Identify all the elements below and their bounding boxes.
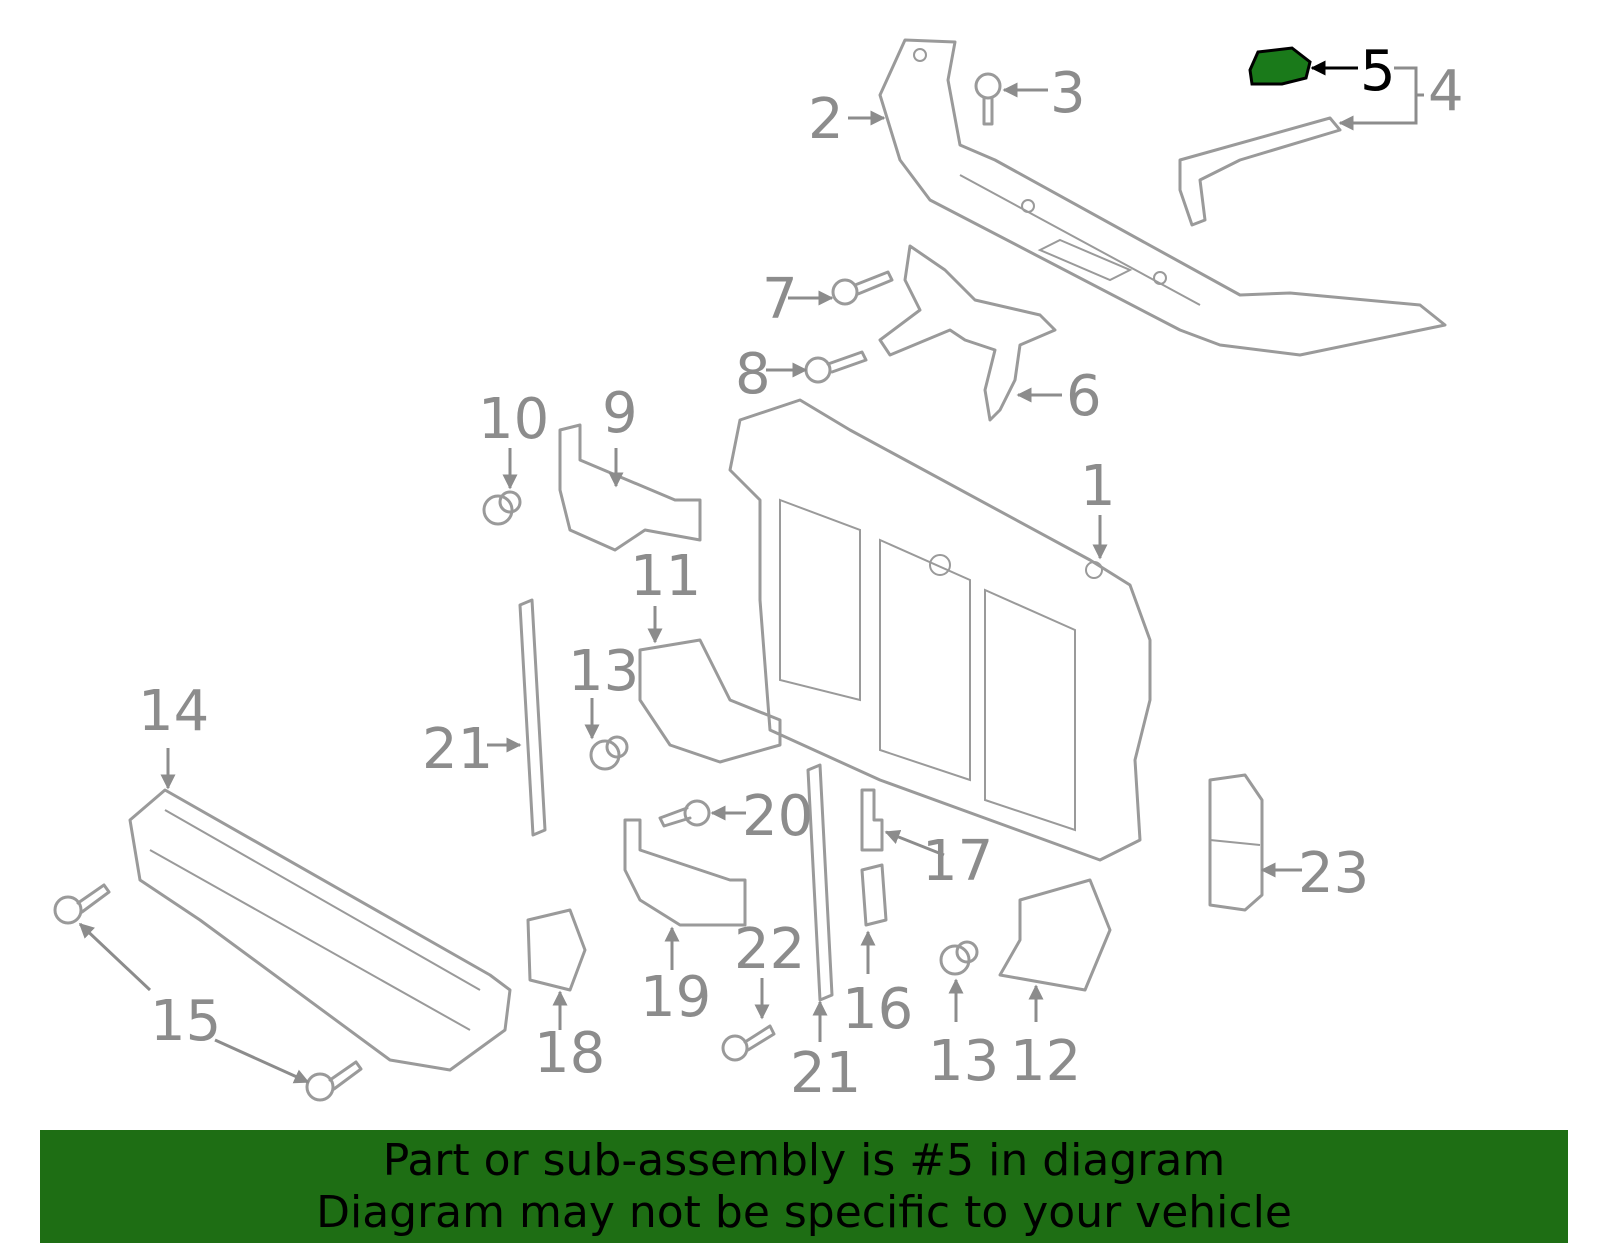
callout-19: 19 xyxy=(640,965,711,1030)
banner-line-2: Diagram may not be specific to your vehi… xyxy=(316,1186,1292,1238)
leader-lines xyxy=(78,60,1424,1084)
callout-15: 15 xyxy=(150,989,221,1054)
callout-1: 1 xyxy=(1080,454,1116,519)
callout-2: 2 xyxy=(808,87,844,152)
bolt-20-part xyxy=(658,799,711,828)
callout-13a: 13 xyxy=(568,639,639,704)
callout-22: 22 xyxy=(734,917,805,982)
strip-21a-part xyxy=(518,598,547,837)
clip-13a-part xyxy=(589,735,629,771)
connector-16-part xyxy=(860,863,888,927)
air-guide-9-part xyxy=(558,423,702,552)
callout-5: 5 xyxy=(1360,39,1396,104)
absorber-14-part xyxy=(128,788,512,1072)
bolt-7-part xyxy=(831,270,894,306)
banner-line-1: Part or sub-assembly is #5 in diagram xyxy=(382,1134,1226,1186)
air-guide-12-part xyxy=(998,878,1112,992)
callout-21b: 21 xyxy=(790,1041,861,1106)
callout-23: 23 xyxy=(1298,841,1369,906)
callout-13b: 13 xyxy=(928,1029,999,1094)
part-23 xyxy=(1208,773,1264,912)
callout-9: 9 xyxy=(602,381,638,446)
radiator-support-part xyxy=(728,398,1152,862)
callout-4: 4 xyxy=(1428,59,1464,124)
info-banner: Part or sub-assembly is #5 in diagram Di… xyxy=(40,1130,1568,1243)
callout-20: 20 xyxy=(742,784,813,849)
connector-17-part xyxy=(860,788,884,852)
callout-18: 18 xyxy=(534,1021,605,1086)
bracket-19-part xyxy=(623,818,747,927)
strip-21b-part xyxy=(806,763,834,1002)
highlighted-part-5 xyxy=(1248,46,1312,86)
callout-10: 10 xyxy=(478,387,549,452)
bolt-8-part xyxy=(804,350,868,384)
callout-11: 11 xyxy=(630,544,701,609)
bracket-part xyxy=(1178,116,1342,227)
bolt-3-part xyxy=(974,72,1002,126)
bolt-15a-part xyxy=(53,883,111,925)
callout-16: 16 xyxy=(842,977,913,1042)
air-guide-11-part xyxy=(638,638,782,764)
callout-8: 8 xyxy=(735,342,771,407)
callout-3: 3 xyxy=(1050,61,1086,126)
bracket-6-part xyxy=(878,244,1057,422)
bolt-15b-part xyxy=(305,1060,363,1102)
clip-13b-part xyxy=(939,940,979,976)
callout-7: 7 xyxy=(762,267,798,332)
callout-17: 17 xyxy=(922,829,993,894)
callout-14: 14 xyxy=(138,679,209,744)
callout-12: 12 xyxy=(1010,1029,1081,1094)
callout-labels: 1 2 3 4 5 6 7 8 9 10 11 12 13 13 14 15 1… xyxy=(138,39,1464,1106)
bolt-22-part xyxy=(721,1024,776,1062)
clip-10-part xyxy=(482,490,522,526)
callout-6: 6 xyxy=(1066,364,1102,429)
upper-tie-bar-part xyxy=(878,38,1447,357)
callout-21a: 21 xyxy=(422,717,493,782)
part-18 xyxy=(526,908,587,992)
